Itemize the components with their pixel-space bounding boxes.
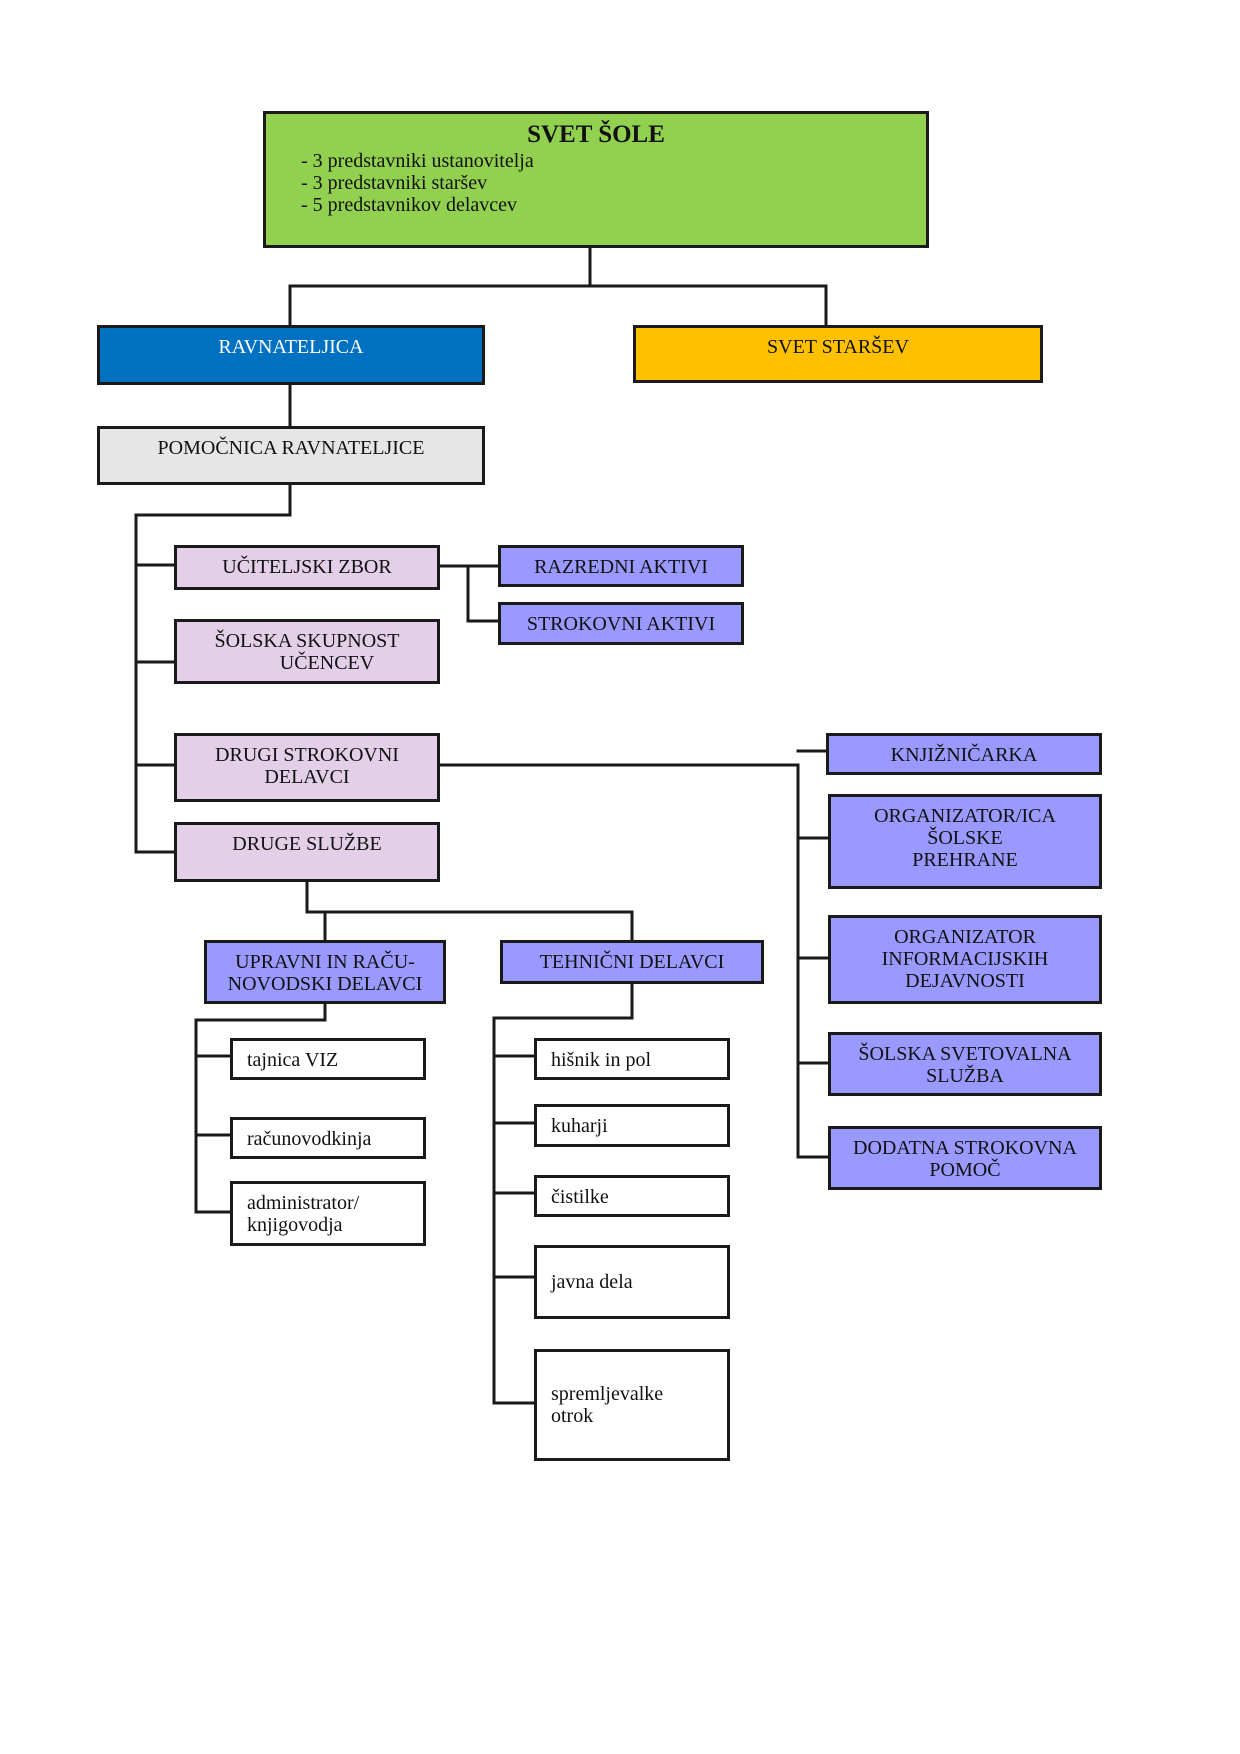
svetovalna-sluzba-line: SLUŽBA <box>926 1065 1004 1087</box>
drugi-strokovni-line: DRUGI STROKOVNI <box>215 744 399 766</box>
cistilke-label: čistilke <box>551 1186 609 1208</box>
javna-dela-label: javna dela <box>551 1271 633 1293</box>
razredni-aktivi-box: RAZREDNI AKTIVI <box>498 545 744 587</box>
ucitelji-zbor-box: UČITELJSKI ZBOR <box>174 545 440 590</box>
svetovalna-sluzba-box: ŠOLSKA SVETOVALNA SLUŽBA <box>828 1032 1102 1096</box>
tajnica-box: tajnica VIZ <box>230 1038 426 1080</box>
upravni-box: UPRAVNI IN RAČU- NOVODSKI DELAVCI <box>204 940 446 1004</box>
racunovodkinja-box: računovodkinja <box>230 1117 426 1159</box>
pomocnica-label: POMOČNICA RAVNATELJICE <box>157 437 425 459</box>
dodatna-pomoc-line: POMOČ <box>929 1159 1001 1181</box>
organizator-informacijskih-line: INFORMACIJSKIH <box>881 948 1049 970</box>
connector-upravni <box>194 1002 327 1214</box>
organizator-informacijskih-line: ORGANIZATOR <box>894 926 1036 948</box>
administrator-box: administrator/ knjigovodja <box>230 1181 426 1246</box>
svet-sole-member: - 5 predstavnikov delavcev <box>301 194 518 216</box>
organizator-prehrane-line: PREHRANE <box>912 849 1018 871</box>
svet-starsev-box: SVET STARŠEV <box>633 325 1043 383</box>
solska-skupnost-line: UČENCEV <box>279 652 375 674</box>
dodatna-pomoc-box: DODATNA STROKOVNA POMOČ <box>828 1126 1102 1190</box>
connector-trunk-branches <box>134 563 176 854</box>
solska-skupnost-box: ŠOLSKA SKUPNOST UČENCEV <box>174 619 440 684</box>
svet-sole-title: SVET ŠOLE <box>527 121 665 148</box>
hisnik-label: hišnik in pol <box>551 1049 652 1071</box>
razredni-aktivi-label: RAZREDNI AKTIVI <box>534 556 708 578</box>
drugi-strokovni-line: DELAVCI <box>264 766 350 788</box>
dodatna-pomoc-line: DODATNA STROKOVNA <box>853 1137 1077 1159</box>
knjiznicarka-box: KNJIŽNIČARKA <box>826 733 1102 775</box>
svetovalna-sluzba-line: ŠOLSKA SVETOVALNA <box>858 1043 1072 1065</box>
organizator-informacijskih-box: ORGANIZATOR INFORMACIJSKIH DEJAVNOSTI <box>828 915 1102 1004</box>
ucitelji-zbor-label: UČITELJSKI ZBOR <box>222 556 392 578</box>
svet-sole-member: - 3 predstavniki ustanovitelja <box>301 150 534 172</box>
organizator-informacijskih-line: DEJAVNOSTI <box>905 970 1025 992</box>
ravnateljica-label: RAVNATELJICA <box>218 336 364 358</box>
connector-drugi-strokovni <box>436 763 800 1159</box>
spremljevalke-box: spremljevalke otrok <box>534 1349 730 1461</box>
organizator-prehrane-box: ORGANIZATOR/ICA ŠOLSKE PREHRANE <box>828 794 1102 889</box>
tajnica-label: tajnica VIZ <box>247 1049 339 1071</box>
kuharji-label: kuharji <box>551 1115 608 1137</box>
knjiznicarka-label: KNJIŽNIČARKA <box>890 744 1038 766</box>
upravni-line: UPRAVNI IN RAČU- <box>235 951 415 973</box>
racunovodkinja-label: računovodkinja <box>247 1128 372 1150</box>
drugi-strokovni-box: DRUGI STROKOVNI DELAVCI <box>174 733 440 802</box>
administrator-line: administrator/ <box>247 1192 360 1214</box>
pomocnica-box: POMOČNICA RAVNATELJICE <box>97 426 485 485</box>
druge-sluzbe-box: DRUGE SLUŽBE <box>174 822 440 882</box>
kuharji-box: kuharji <box>534 1104 730 1147</box>
connector-pomocnica <box>134 483 292 854</box>
svet-sole-member: - 3 predstavniki staršev <box>301 172 488 194</box>
connector-svet-sole <box>288 246 828 327</box>
druge-sluzbe-label: DRUGE SLUŽBE <box>232 833 382 855</box>
spremljevalke-line: spremljevalke <box>551 1383 664 1405</box>
organizator-prehrane-line: ORGANIZATOR/ICA <box>874 805 1056 827</box>
svet-sole-members: - 3 predstavniki ustanovitelja - 3 preds… <box>301 150 534 216</box>
connector-right-branches <box>796 749 830 1159</box>
connector-tehnicni <box>492 982 634 1405</box>
tehnicni-label: TEHNIČNI DELAVCI <box>539 951 725 973</box>
strokovni-aktivi-box: STROKOVNI AKTIVI <box>498 602 744 645</box>
svet-starsev-label: SVET STARŠEV <box>767 336 909 358</box>
administrator-line: knjigovodja <box>247 1214 343 1236</box>
upravni-line: NOVODSKI DELAVCI <box>227 973 423 995</box>
solska-skupnost-line: ŠOLSKA SKUPNOST <box>214 630 400 652</box>
tehnicni-box: TEHNIČNI DELAVCI <box>500 940 764 984</box>
ravnateljica-box: RAVNATELJICA <box>97 325 485 385</box>
svet-sole-box: SVET ŠOLE - 3 predstavniki ustanovitelja… <box>263 111 929 248</box>
connector-aktivi <box>436 564 500 623</box>
spremljevalke-line: otrok <box>551 1405 594 1427</box>
cistilke-box: čistilke <box>534 1175 730 1217</box>
strokovni-aktivi-label: STROKOVNI AKTIVI <box>526 613 716 635</box>
hisnik-box: hišnik in pol <box>534 1038 730 1080</box>
organizator-prehrane-line: ŠOLSKE <box>927 827 1003 849</box>
javna-dela-box: javna dela <box>534 1245 730 1319</box>
connector-druge-sluzbe <box>305 880 634 942</box>
